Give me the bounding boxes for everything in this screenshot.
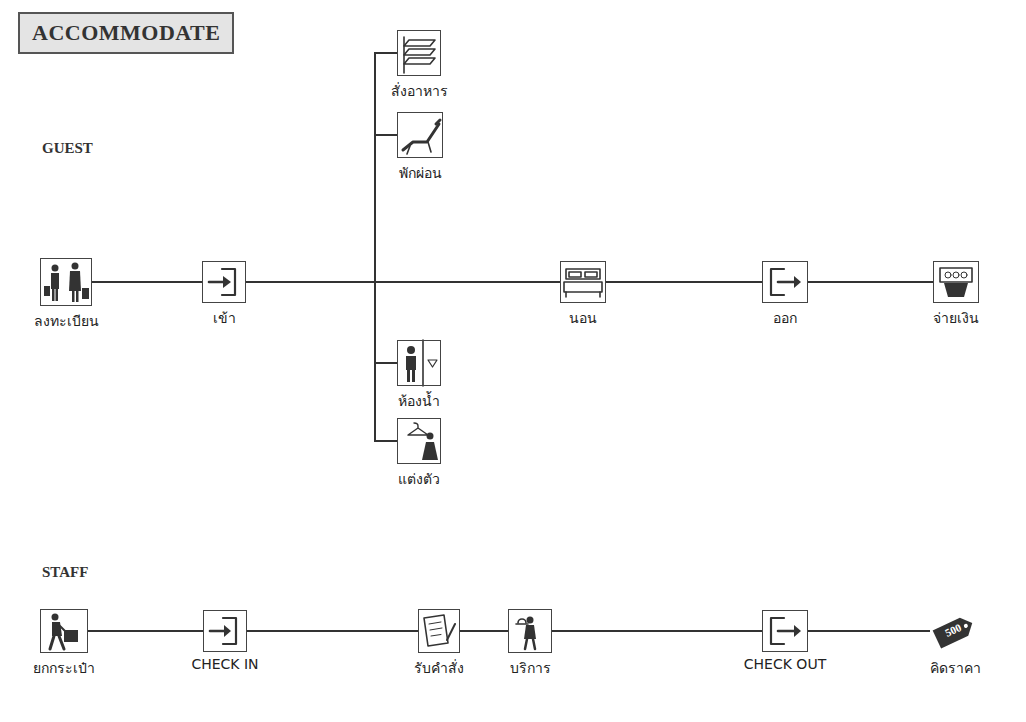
connector-line: [246, 53, 397, 282]
connector-line: [606, 281, 762, 283]
lane-label: STAFF: [42, 564, 88, 581]
porter-icon: [50, 614, 78, 650]
icon-caption: แต่งตัว: [398, 468, 440, 490]
bathroom-icon: [406, 340, 437, 386]
icon-caption: เข้า: [213, 307, 236, 329]
check-out-icon: [771, 618, 801, 644]
icon-caption: สั่งอาหาร: [391, 80, 448, 102]
icon-caption: ห้องน้ำ: [398, 390, 440, 412]
title-text: ACCOMMODATE: [32, 20, 220, 45]
order-food-box: สั่งอาหาร: [397, 30, 441, 76]
bathroom-box: ห้องน้ำ: [397, 340, 441, 386]
dress-box: แต่งตัว: [397, 418, 441, 464]
icon-caption: นอน: [569, 307, 597, 329]
enter-box: เข้า: [202, 261, 246, 303]
porter-box: ยกกระเป๋า: [40, 609, 88, 653]
lane-label: GUEST: [42, 140, 93, 157]
price-tag-icon: [933, 614, 977, 649]
rest-box: พักผ่อน: [397, 112, 443, 158]
check-in-icon: [210, 618, 236, 644]
connector-line: [246, 135, 397, 282]
connector-line: [246, 282, 397, 441]
enter-icon: [209, 269, 235, 295]
payment-box: จ่ายเงิน: [933, 261, 979, 303]
payment-icon: [940, 268, 972, 297]
connector-line: [88, 630, 203, 632]
icon-caption: บริการ: [510, 657, 551, 679]
title-box: ACCOMMODATE: [18, 12, 234, 54]
register-icon: [44, 263, 89, 303]
connector-line: [246, 281, 560, 283]
icon-caption: CHECK IN: [191, 656, 258, 672]
check-in-box: CHECK IN: [203, 610, 247, 652]
icon-caption: พักผ่อน: [399, 162, 442, 184]
icon-caption: รับคำสั่ง: [414, 657, 464, 679]
icon-caption: จ่ายเงิน: [933, 307, 979, 329]
service-icon: [516, 617, 536, 650]
connector-line: [552, 630, 762, 632]
exit-icon: [771, 269, 801, 295]
icon-caption: ยกกระเป๋า: [33, 657, 95, 679]
rest-icon: [403, 120, 440, 154]
connector-line: [808, 281, 933, 283]
dress-icon: [408, 423, 438, 460]
connector-line: [808, 630, 930, 632]
sleep-box: นอน: [560, 261, 606, 303]
check-out-box: CHECK OUT: [762, 610, 808, 652]
connector-line: [92, 281, 202, 283]
exit-box: ออก: [762, 261, 808, 303]
take-order-box: รับคำสั่ง: [418, 609, 460, 653]
connector-line: [247, 630, 418, 632]
icon-caption: ลงทะเบียน: [34, 310, 99, 332]
bed-icon: [564, 269, 602, 297]
service-box: บริการ: [508, 609, 552, 653]
connector-line: [460, 630, 508, 632]
register-box: ลงทะเบียน: [40, 258, 92, 306]
icon-caption: CHECK OUT: [744, 656, 826, 672]
order-food-icon: [404, 37, 435, 73]
take-order-icon: [424, 615, 455, 646]
icon-caption: ออก: [773, 307, 797, 329]
icon-caption: คิดราคา: [930, 657, 981, 679]
